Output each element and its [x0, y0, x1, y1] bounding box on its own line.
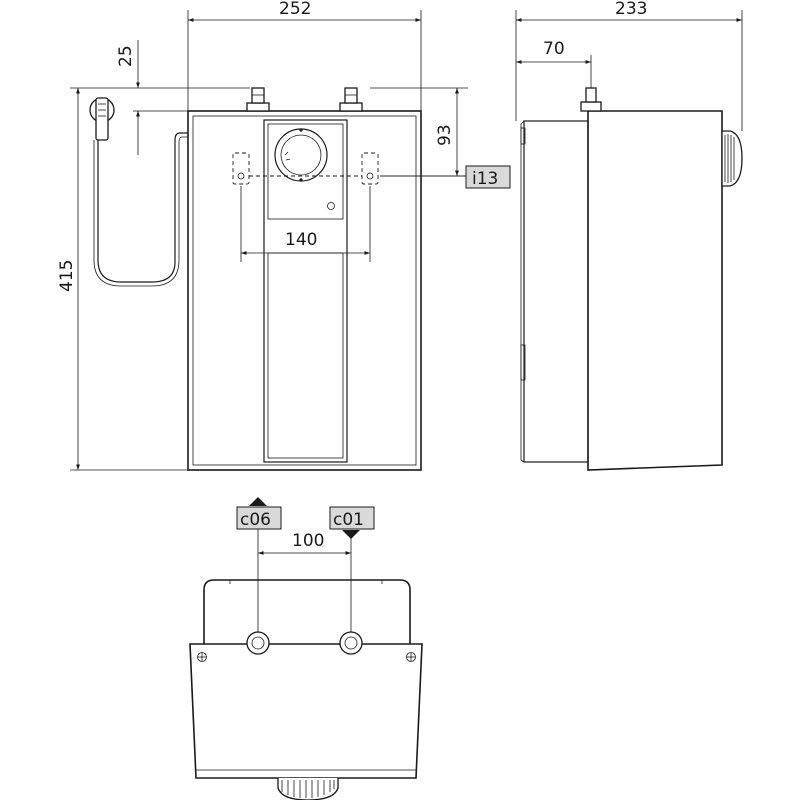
screw-right-icon — [406, 652, 416, 662]
tag-cold-inlet-label: c01 — [333, 510, 364, 530]
dim-mount-spacing-label: 140 — [285, 230, 317, 250]
mount-bracket-left — [232, 152, 250, 185]
side-top-connector — [580, 101, 602, 112]
bottom-knob-icon — [277, 778, 339, 800]
front-view: 252 25 415 93 140 i13 — [57, 0, 511, 471]
thermostat-knob — [274, 128, 328, 182]
tag-cold-inlet-box — [329, 506, 375, 530]
pipe-hot-outlet — [246, 631, 270, 655]
cold-inlet-arrow-icon — [342, 530, 360, 539]
dim-mount-height-label: 93 — [435, 124, 455, 146]
control-panel-lower — [267, 252, 344, 459]
screw-left-icon — [197, 652, 207, 662]
indicator-lamp — [327, 202, 335, 210]
tag-mount-label: i13 — [472, 169, 498, 189]
dim-connection-offset-label: 70 — [543, 39, 565, 59]
side-view: 233 70 — [515, 0, 743, 471]
bottom-view: c06 c01 100 — [189, 497, 423, 800]
dim-pipe-spacing-label: 100 — [292, 531, 324, 551]
tag-hot-outlet-box — [236, 506, 282, 530]
dim-width-label: 252 — [279, 0, 311, 19]
front-panel-inner — [192, 115, 417, 466]
power-plug-icon — [89, 97, 115, 141]
pipe-cold-inlet — [339, 631, 363, 655]
mount-bracket-right — [361, 152, 379, 185]
tag-hot-outlet-label: c06 — [240, 510, 271, 530]
bottom-housing-rear — [203, 579, 411, 644]
power-cable — [93, 132, 188, 287]
tag-mount-box — [465, 165, 511, 189]
dim-top-offset-label: 25 — [116, 45, 136, 67]
dim-height-label: 415 — [57, 260, 77, 292]
side-housing — [587, 110, 723, 471]
bottom-front-panel — [189, 643, 423, 779]
control-panel-strip — [263, 119, 348, 463]
hot-outlet-arrow-icon — [249, 497, 267, 506]
front-housing — [187, 110, 422, 471]
dim-depth-label: 233 — [615, 0, 647, 19]
top-connector-left — [246, 87, 270, 112]
control-panel-upper — [267, 123, 344, 220]
side-knob-icon — [721, 130, 743, 187]
top-connector-right — [339, 87, 363, 112]
side-wall-plate — [523, 120, 589, 463]
